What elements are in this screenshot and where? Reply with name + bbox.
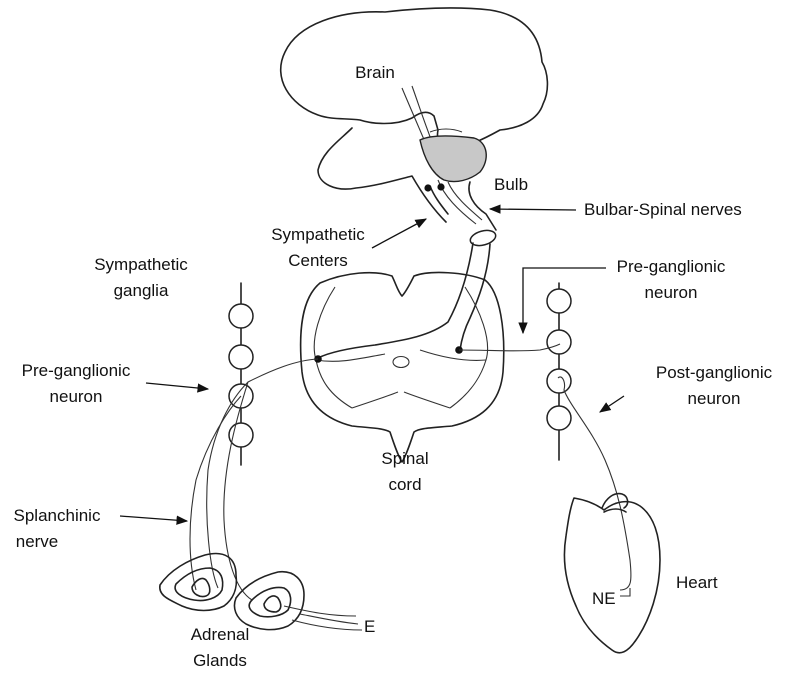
pre-ganglionic-left-label-line1: Pre-ganglionic: [22, 361, 131, 380]
post-ganglionic-label-line2: neuron: [688, 389, 741, 408]
right-pre-ganglionic-fiber: [459, 344, 560, 351]
brain-label: Brain: [355, 63, 395, 82]
adrenal-glands-label-line2: Glands: [193, 651, 247, 670]
adrenal-glands-label-line1: Adrenal: [191, 625, 250, 644]
arrow-splanchnic-nerve: [120, 516, 187, 521]
arrow-bulbar-spinal: [490, 209, 576, 210]
pre-ganglionic-left-label-line2: neuron: [50, 387, 103, 406]
splanchnic-nerve-label-line2: nerve: [16, 532, 59, 551]
splanchnic-nerve-second: [224, 382, 252, 600]
sympathetic-center-dot: [424, 184, 431, 191]
arrow-pre-ganglionic-left: [146, 383, 208, 389]
norepinephrine-label: NE: [592, 589, 616, 608]
post-ganglionic-label-line1: Post-ganglionic: [656, 363, 773, 382]
sympathetic-center-dot: [437, 183, 444, 190]
sympathetic-ganglia-label-line2: ganglia: [114, 281, 169, 300]
sympathetic-centers-label-line2: Centers: [288, 251, 348, 270]
pre-ganglionic-right-label-line2: neuron: [645, 283, 698, 302]
bulb-label: Bulb: [494, 175, 528, 194]
right-sympathetic-ganglia-chain: [547, 283, 571, 460]
adrenal-gland-left: [160, 554, 237, 611]
heart-label: Heart: [676, 573, 718, 592]
spinal-cord-label-line1: Spinal: [381, 449, 428, 468]
brain-drawing: [281, 8, 548, 178]
heart-drawing: [564, 494, 660, 653]
bulb-shaded-region: [420, 136, 486, 182]
bulbar-spinal-nerves-label: Bulbar-Spinal nerves: [584, 200, 742, 219]
spinal-cord-label-line2: cord: [388, 475, 421, 494]
arrow-sympathetic-centers: [372, 219, 426, 248]
epinephrine-output-line-1: [284, 606, 356, 616]
sympathetic-centers-label-line1: Sympathetic: [271, 225, 365, 244]
splanchnic-nerve-label-line1: Splanchinic: [14, 506, 101, 525]
left-pre-ganglionic-fiber: [207, 359, 318, 588]
arrow-post-ganglionic: [600, 396, 624, 412]
sympathetic-ganglia-label-line1: Sympathetic: [94, 255, 188, 274]
post-ganglionic-fiber: [558, 377, 631, 590]
spinal-cord-drawing: [301, 273, 504, 462]
epinephrine-label: E: [364, 617, 375, 636]
epinephrine-output-line-2: [292, 620, 362, 630]
pre-ganglionic-right-label-line1: Pre-ganglionic: [617, 257, 726, 276]
